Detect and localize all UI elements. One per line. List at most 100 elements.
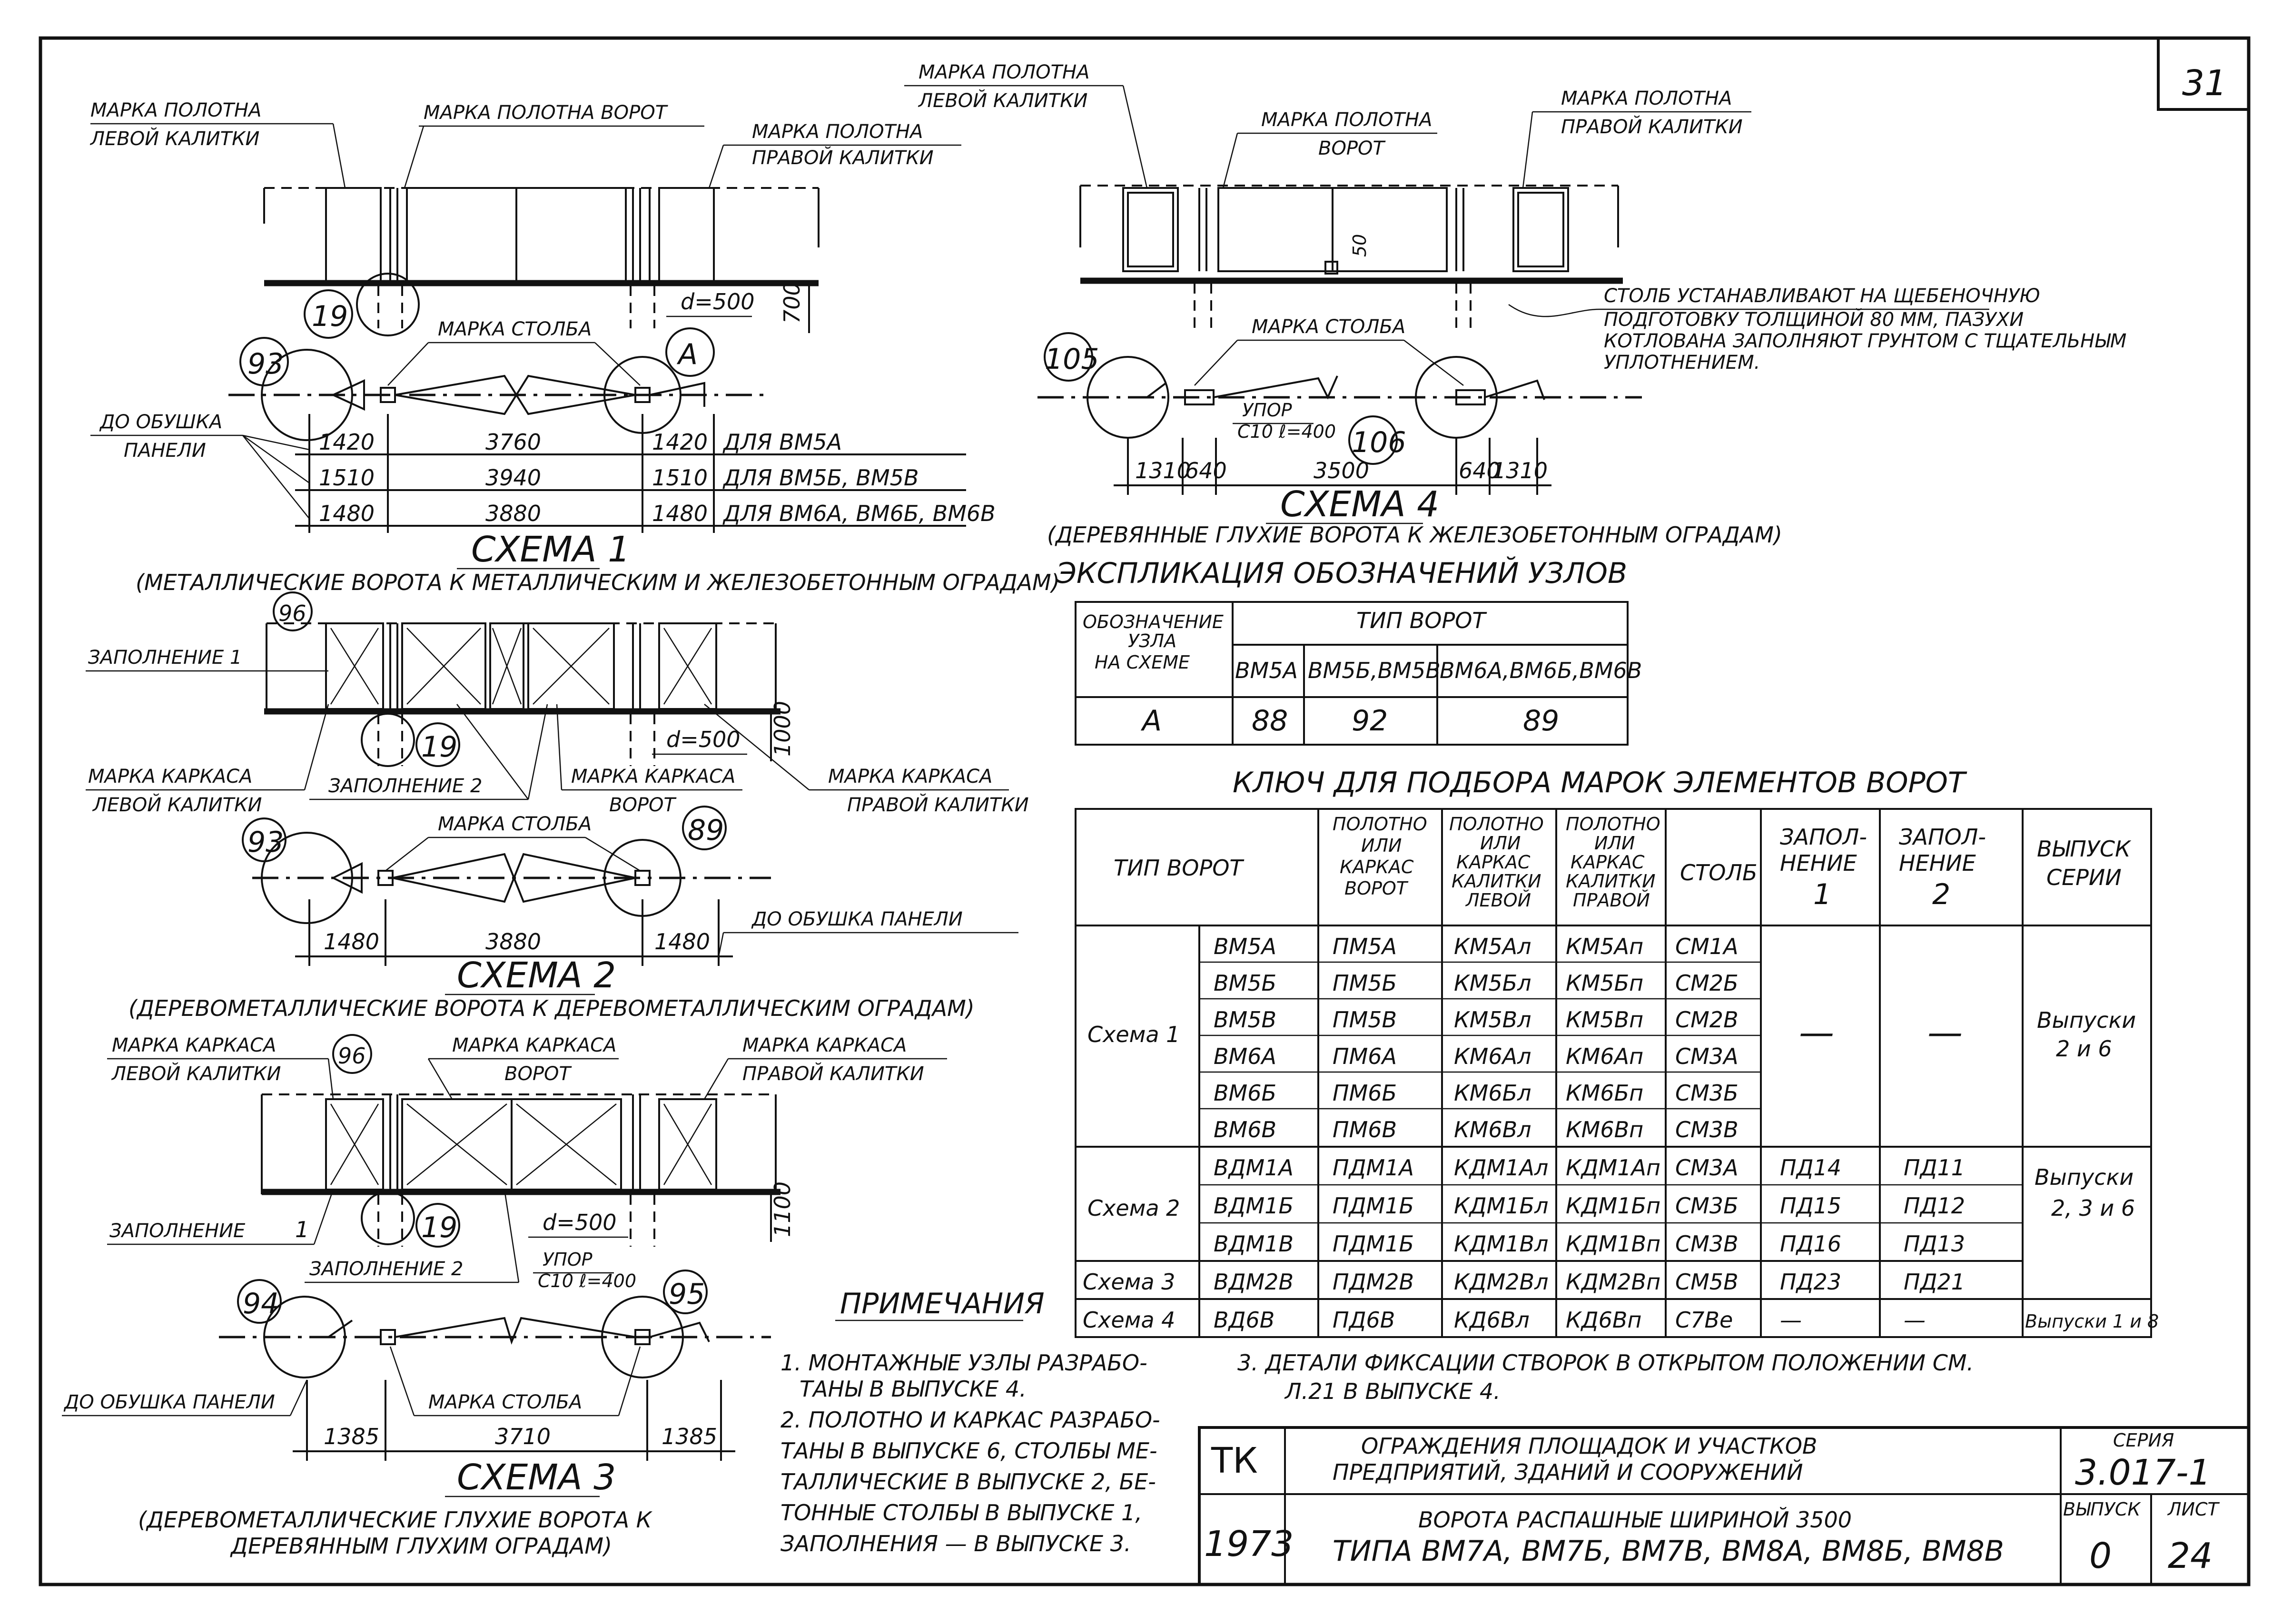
schema-4-title: СХЕМА 4 [1280, 484, 1439, 525]
label-stop-4a: УПОР [1242, 400, 1292, 421]
dim-s1-r2-c: 1510 [652, 465, 708, 491]
label-post-mark-3: МАРКА СТОЛБА [428, 1391, 582, 1413]
kh-leaf-1: ИЛИ [1361, 835, 1402, 856]
kg-1-name: Схема 1 [1087, 1022, 1180, 1047]
explication-table: ЭКСПЛИКАЦИЯ ОБОЗНАЧЕНИЙ УЗЛОВ ОБОЗНАЧЕНИ… [1056, 556, 1642, 746]
kh-fill1-0: ЗАПОЛ- [1780, 824, 1867, 850]
label-left-wicket-2: ЛЕВОЙ КАЛИТКИ [89, 127, 259, 150]
label-fill-2-b: ЗАПОЛНЕНИЕ 2 [309, 1258, 463, 1280]
kh-fill2-2: 2 [1932, 878, 1950, 911]
key-cell: КМ5Бл [1454, 970, 1531, 996]
label-to-panel-2: ПАНЕЛИ [124, 440, 206, 462]
title-block: ТК 1973 ОГРАЖДЕНИЯ ПЛОЩАДОК И УЧАСТКОВ П… [1198, 1426, 2250, 1586]
key-cell: ПД15 [1780, 1193, 1841, 1219]
label-frame-right-s3-1: МАРКА КАРКАСА [742, 1034, 907, 1056]
tb-line1: ОГРАЖДЕНИЯ ПЛОЩАДОК И УЧАСТКОВ [1361, 1433, 1817, 1459]
explication-title: ЭКСПЛИКАЦИЯ ОБОЗНАЧЕНИЙ УЗЛОВ [1056, 556, 1627, 590]
label-s4-left-1: МАРКА ПОЛОТНА [919, 61, 1089, 83]
dim-s2-a: 1480 [324, 929, 379, 955]
dim-s1-r1-for: ДЛЯ ВМ5А [722, 429, 842, 455]
dim-s1-r2-a: 1510 [319, 465, 375, 491]
key-cell: — [1780, 1307, 1802, 1333]
expl-col1: ВМ5А [1235, 658, 1298, 683]
key-cell: КД6Вл [1454, 1307, 1530, 1333]
key-cell: ВДМ1В [1214, 1231, 1294, 1257]
kg-1-fill2: — [1927, 1012, 1963, 1053]
node-89: 89 [688, 814, 724, 847]
label-h1000: 1000 [770, 701, 795, 757]
key-cell: ВМ6А [1214, 1043, 1276, 1069]
label-right-wicket-1: МАРКА ПОЛОТНА [752, 121, 923, 143]
tb-sheet: 24 [2168, 1535, 2213, 1576]
label-frame-right-s3-2: ПРАВОЙ КАЛИТКИ [742, 1062, 924, 1085]
key-cell: ПДМ1А [1333, 1155, 1414, 1181]
key-cell: КМ5Вп [1566, 1007, 1643, 1033]
key-cell: КД6Вп [1566, 1307, 1642, 1333]
dim-s3-b: 3710 [495, 1424, 551, 1449]
label-s4-leaf-2: ВОРОТ [1318, 138, 1386, 159]
label-stop-4b: С10 ℓ=400 [1237, 421, 1336, 442]
node-93-a: 93 [247, 347, 284, 381]
kh-right-2: КАРКАС [1571, 852, 1645, 873]
kh-left-2: КАРКАС [1456, 852, 1531, 873]
key-cell: ВМ6В [1214, 1117, 1276, 1142]
key-cell: ПМ5В [1333, 1007, 1397, 1033]
key-cell: ВДМ1А [1214, 1155, 1294, 1181]
dim-s1-r1-c: 1420 [652, 429, 708, 455]
dim-s1-r3-a: 1480 [319, 501, 375, 526]
dim-s1-r1-a: 1420 [319, 429, 375, 455]
label-stop-1b: С10 ℓ=400 [538, 1270, 636, 1291]
schema-1-caption: (МЕТАЛЛИЧЕСКИЕ ВОРОТА К МЕТАЛЛИЧЕСКИМ И … [136, 570, 1060, 595]
key-cell: СМ3В [1675, 1117, 1739, 1142]
label-fill-2-a: ЗАПОЛНЕНИЕ 2 [328, 775, 482, 797]
schema-2-caption: (ДЕРЕВОМЕТАЛЛИЧЕСКИЕ ВОРОТА К ДЕРЕВОМЕТА… [128, 995, 975, 1021]
schema-3-title: СХЕМА 3 [457, 1457, 616, 1498]
tb-series: 3.017-1 [2075, 1452, 2211, 1493]
dim-s1-r3-for: ДЛЯ ВМ6А, ВМ6Б, ВМ6В [722, 501, 996, 526]
label-h1100: 1100 [770, 1181, 795, 1237]
tb-sheet-label: ЛИСТ [2167, 1499, 2220, 1520]
schema-4: МАРКА ПОЛОТНА ЛЕВОЙ КАЛИТКИ МАРКА ПОЛОТН… [904, 61, 2126, 548]
key-cell: СМ3А [1675, 1155, 1739, 1181]
key-cell: ВДМ1Б [1214, 1193, 1294, 1219]
label-post-mark-2: МАРКА СТОЛБА [438, 813, 592, 835]
key-cell: ВДМ2В [1214, 1269, 1294, 1295]
label-d500-2: d=500 [666, 727, 741, 752]
kg-3-name: Схема 3 [1083, 1269, 1175, 1295]
kh-fill1-1: НЕНИЕ [1780, 850, 1857, 876]
key-cell: ПД21 [1904, 1269, 1965, 1295]
label-s4-right-2: ПРАВОЙ КАЛИТКИ [1561, 115, 1743, 138]
dim-s4-d: 640 [1459, 458, 1501, 483]
dim-s4-c: 3500 [1314, 458, 1369, 483]
key-cell: ВМ6Б [1214, 1080, 1276, 1106]
expl-row-1: 88 [1252, 704, 1288, 738]
key-cell: СМ3Б [1675, 1080, 1739, 1106]
kg-1-issue-1: 2 и 6 [2056, 1036, 2112, 1062]
post-note-1: СТОЛБ УСТАНАВЛИВАЮТ НА ЩЕБЕНОЧНУЮ [1604, 285, 2040, 307]
label-s4-left-2: ЛЕВОЙ КАЛИТКИ [918, 89, 1087, 112]
key-cell: КМ6Бп [1566, 1080, 1643, 1106]
key-cell: — [1904, 1307, 1926, 1333]
key-cell: С7Ве [1675, 1307, 1733, 1333]
node-105: 105 [1045, 343, 1099, 376]
key-cell: ПМ5А [1333, 934, 1397, 959]
kh-right-0: ПОЛОТНО [1566, 814, 1660, 835]
schema-3-caption-1: (ДЕРЕВОМЕТАЛЛИЧЕСКИЕ ГЛУХИЕ ВОРОТА К [138, 1507, 653, 1533]
kg-4-name: Схема 4 [1083, 1307, 1175, 1333]
node-19-b: 19 [421, 730, 457, 764]
label-frame-gate-1: МАРКА КАРКАСА [571, 766, 735, 787]
label-fill-1-a: ЗАПОЛНЕНИЕ 1 [88, 647, 242, 669]
key-cell: ПДМ1Б [1333, 1193, 1414, 1219]
tb-issue: 0 [2089, 1535, 2112, 1576]
label-frame-left-2: ЛЕВОЙ КАЛИТКИ [92, 793, 262, 816]
schema-2: 96 ЗАПОЛНЕНИЕ 1 19 d=500 1000 МАРКА КАРК… [86, 591, 1029, 1021]
label-stop-1a: УПОР [543, 1249, 593, 1270]
key-cell: КДМ2Вл [1454, 1269, 1549, 1295]
kh-issue-0: ВЫПУСК [2037, 836, 2132, 862]
post-note-4: УПЛОТНЕНИЕМ. [1604, 352, 1760, 374]
note-line-7: ЗАПОЛНЕНИЯ — В ВЫПУСКЕ 3. [780, 1531, 1131, 1556]
note-line-6: ТОННЫЕ СТОЛБЫ В ВЫПУСКЕ 1, [780, 1500, 1142, 1526]
